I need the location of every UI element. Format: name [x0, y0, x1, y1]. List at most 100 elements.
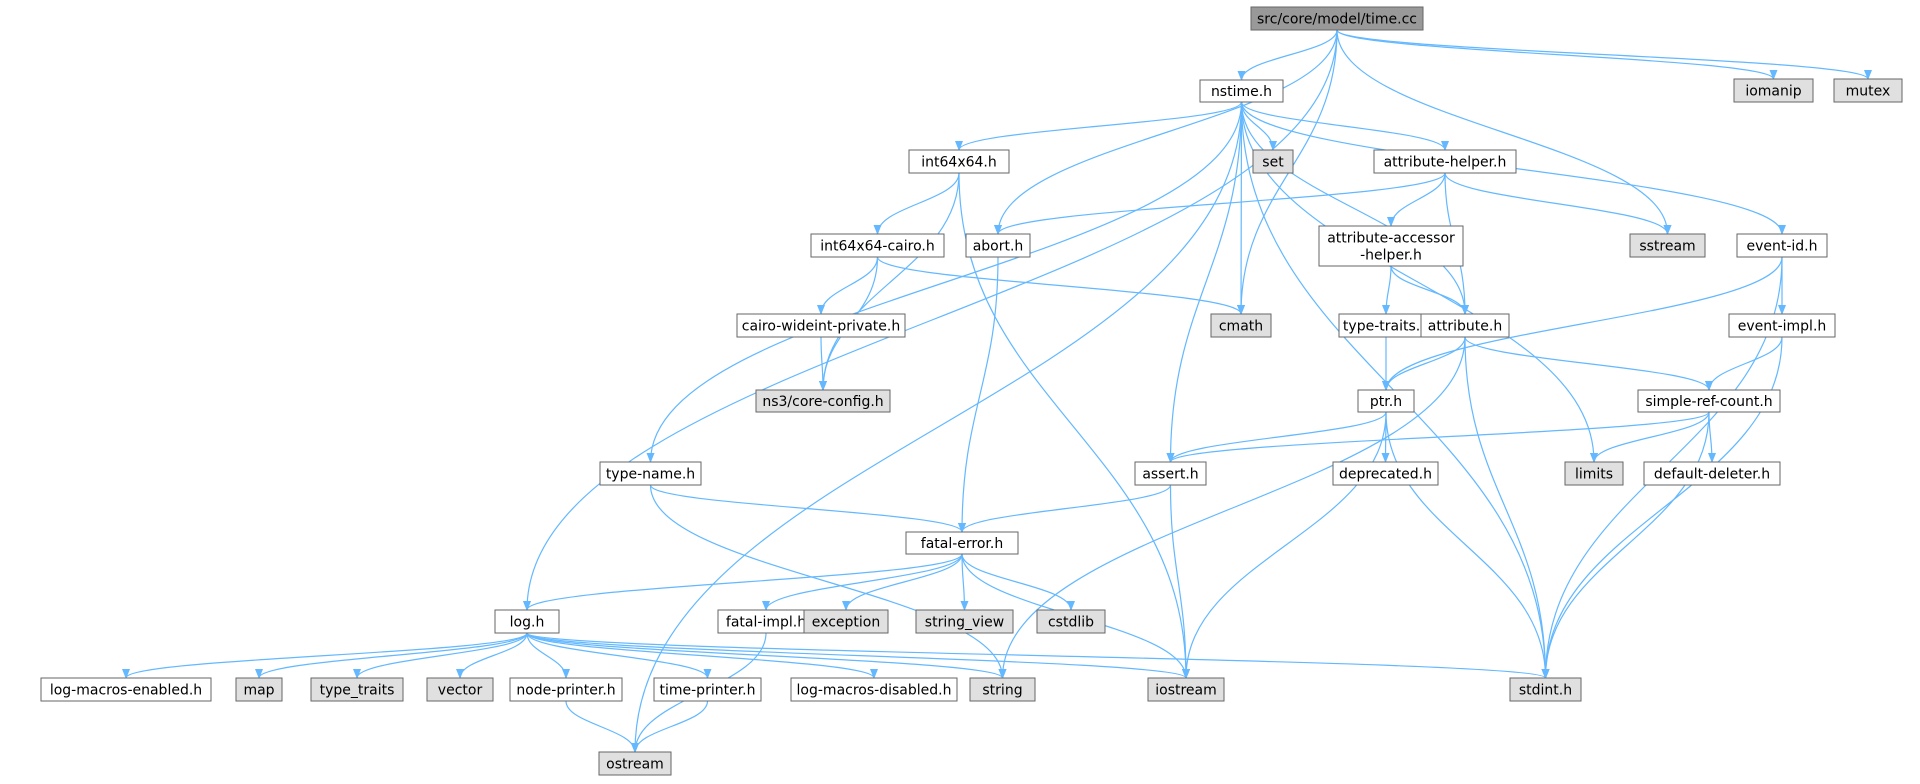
node-box-eventimpl	[1728, 313, 1836, 338]
node-ptr[interactable]: ptr.h	[1357, 389, 1415, 413]
edge-nstime-to-int64x64	[955, 101, 1243, 151]
node-vector[interactable]: vector	[426, 677, 494, 702]
node-layer: src/core/model/time.cc nstime.h iomanip mut…	[40, 6, 1903, 776]
edge-fatalerror-to-exception	[842, 553, 963, 611]
edge-root-to-abort	[994, 29, 1338, 235]
node-box-iomanip	[1733, 78, 1814, 103]
node-simpleref[interactable]: simple-ref-count.h	[1637, 389, 1781, 413]
node-label-set: set	[1262, 155, 1284, 171]
edge-attrhelper-to-abort	[994, 172, 1446, 235]
node-box-stringview	[915, 609, 1014, 634]
edge-fatalerror-to-fatalimpl	[762, 553, 963, 611]
node-box-fatalerror	[905, 531, 1019, 555]
node-typename[interactable]: type-name.h	[599, 461, 702, 486]
node-map[interactable]: map	[235, 677, 283, 702]
node-cmath[interactable]: cmath	[1210, 313, 1272, 338]
node-box-deprecated	[1332, 461, 1439, 486]
node-attrhelper[interactable]: attribute-helper.h	[1373, 149, 1517, 174]
node-timeprinter[interactable]: time-printer.h	[653, 677, 762, 702]
node-box-root	[1250, 6, 1424, 31]
edge-nstime-to-ostream	[631, 101, 1243, 753]
node-eventid[interactable]: event-id.h	[1736, 233, 1828, 258]
node-accessor[interactable]: attribute-accessor-helper.h	[1318, 225, 1464, 267]
node-stdint[interactable]: stdint.h	[1509, 677, 1582, 702]
node-box-typetraits_sys	[310, 677, 404, 702]
node-box-cstdlib	[1036, 609, 1106, 634]
node-iostream[interactable]: iostream	[1147, 677, 1225, 702]
node-box-accessor	[1318, 225, 1464, 267]
edge-int64x64-to-int64cairo	[873, 172, 960, 235]
node-label-timeprinter: time-printer.h	[660, 683, 756, 699]
node-log[interactable]: log.h	[494, 609, 560, 634]
node-attribute[interactable]: attribute.h	[1420, 313, 1510, 338]
node-cstdlib[interactable]: cstdlib	[1036, 609, 1106, 634]
edge-nodeprinter-to-ostream	[565, 700, 639, 753]
edge-attribute-to-stdint	[1464, 336, 1550, 679]
node-abort[interactable]: abort.h	[965, 233, 1031, 258]
node-box-coreconfig	[755, 389, 891, 413]
node-label-fatalimpl: fatal-impl.h	[726, 615, 806, 631]
node-limits[interactable]: limits	[1564, 461, 1624, 486]
node-ostream[interactable]: ostream	[598, 751, 672, 776]
node-assert[interactable]: assert.h	[1134, 461, 1207, 486]
node-fatalimpl[interactable]: fatal-impl.h	[717, 609, 815, 634]
node-cairowide[interactable]: cairo-wideint-private.h	[736, 313, 906, 338]
node-label-eventimpl: event-impl.h	[1738, 319, 1827, 335]
node-set[interactable]: set	[1252, 149, 1294, 174]
node-box-int64cairo	[810, 233, 945, 258]
node-label-mutex: mutex	[1846, 84, 1891, 100]
node-defdeleter[interactable]: default-deleter.h	[1643, 461, 1781, 486]
node-stringview[interactable]: string_view	[915, 609, 1014, 634]
edge-attribute-to-ptr	[1382, 336, 1466, 391]
node-sstream[interactable]: sstream	[1629, 233, 1706, 258]
edge-log-to-logmacdis	[526, 632, 878, 679]
edge-root-to-iomanip	[1336, 29, 1778, 80]
edge-attrhelper-to-sstream	[1444, 172, 1672, 235]
node-eventimpl[interactable]: event-impl.h	[1728, 313, 1836, 338]
node-label-string: string	[982, 683, 1022, 699]
node-iomanip[interactable]: iomanip	[1733, 78, 1814, 103]
edge-root-to-mutex	[1336, 29, 1872, 80]
node-int64x64[interactable]: int64x64.h	[908, 149, 1010, 174]
node-label-defdeleter: default-deleter.h	[1654, 467, 1770, 483]
node-box-cairowide	[736, 313, 906, 338]
node-box-iostream	[1147, 677, 1225, 702]
node-label-nodeprinter: node-printer.h	[516, 683, 615, 699]
node-label-map: map	[243, 683, 274, 699]
node-label-exception: exception	[812, 615, 880, 631]
node-label-log: log.h	[510, 615, 545, 631]
node-box-exception	[803, 609, 889, 634]
node-mutex[interactable]: mutex	[1833, 78, 1903, 103]
node-deprecated[interactable]: deprecated.h	[1332, 461, 1439, 486]
node-box-map	[235, 677, 283, 702]
node-label-ptr: ptr.h	[1370, 394, 1402, 410]
node-typetraits[interactable]: type-traits.h	[1338, 313, 1434, 338]
node-box-cmath	[1210, 313, 1272, 338]
node-label-logmacdis: log-macros-disabled.h	[797, 683, 952, 699]
node-string[interactable]: string	[969, 677, 1036, 702]
node-box-log	[494, 609, 560, 634]
node-box-mutex	[1833, 78, 1903, 103]
node-logmacdis[interactable]: log-macros-disabled.h	[790, 677, 958, 702]
node-box-set	[1252, 149, 1294, 174]
node-root[interactable]: src/core/model/time.cc	[1250, 6, 1424, 31]
node-exception[interactable]: exception	[803, 609, 889, 634]
node-coreconfig[interactable]: ns3/core-config.h	[755, 389, 891, 413]
node-nstime[interactable]: nstime.h	[1199, 79, 1284, 103]
node-typetraits_sys[interactable]: type_traits	[310, 677, 404, 702]
node-fatalerror[interactable]: fatal-error.h	[905, 531, 1019, 555]
node-label-assert: assert.h	[1142, 467, 1198, 483]
edge-simpleref-to-limits	[1590, 411, 1710, 463]
node-int64cairo[interactable]: int64x64-cairo.h	[810, 233, 945, 258]
edge-fatalerror-to-log	[523, 553, 963, 611]
node-logmacen[interactable]: log-macros-enabled.h	[40, 677, 212, 702]
node-box-timeprinter	[653, 677, 762, 702]
node-nodeprinter[interactable]: node-printer.h	[509, 677, 623, 702]
node-label-accessor: -helper.h	[1360, 248, 1422, 264]
node-box-string	[969, 677, 1036, 702]
edge-log-to-timeprinter	[526, 632, 712, 679]
edge-fatalerror-to-cstdlib	[961, 553, 1075, 611]
edge-ptr-to-stdint	[1385, 411, 1550, 679]
edge-accessor-to-typetraits	[1382, 265, 1392, 315]
node-label-vector: vector	[438, 683, 483, 699]
